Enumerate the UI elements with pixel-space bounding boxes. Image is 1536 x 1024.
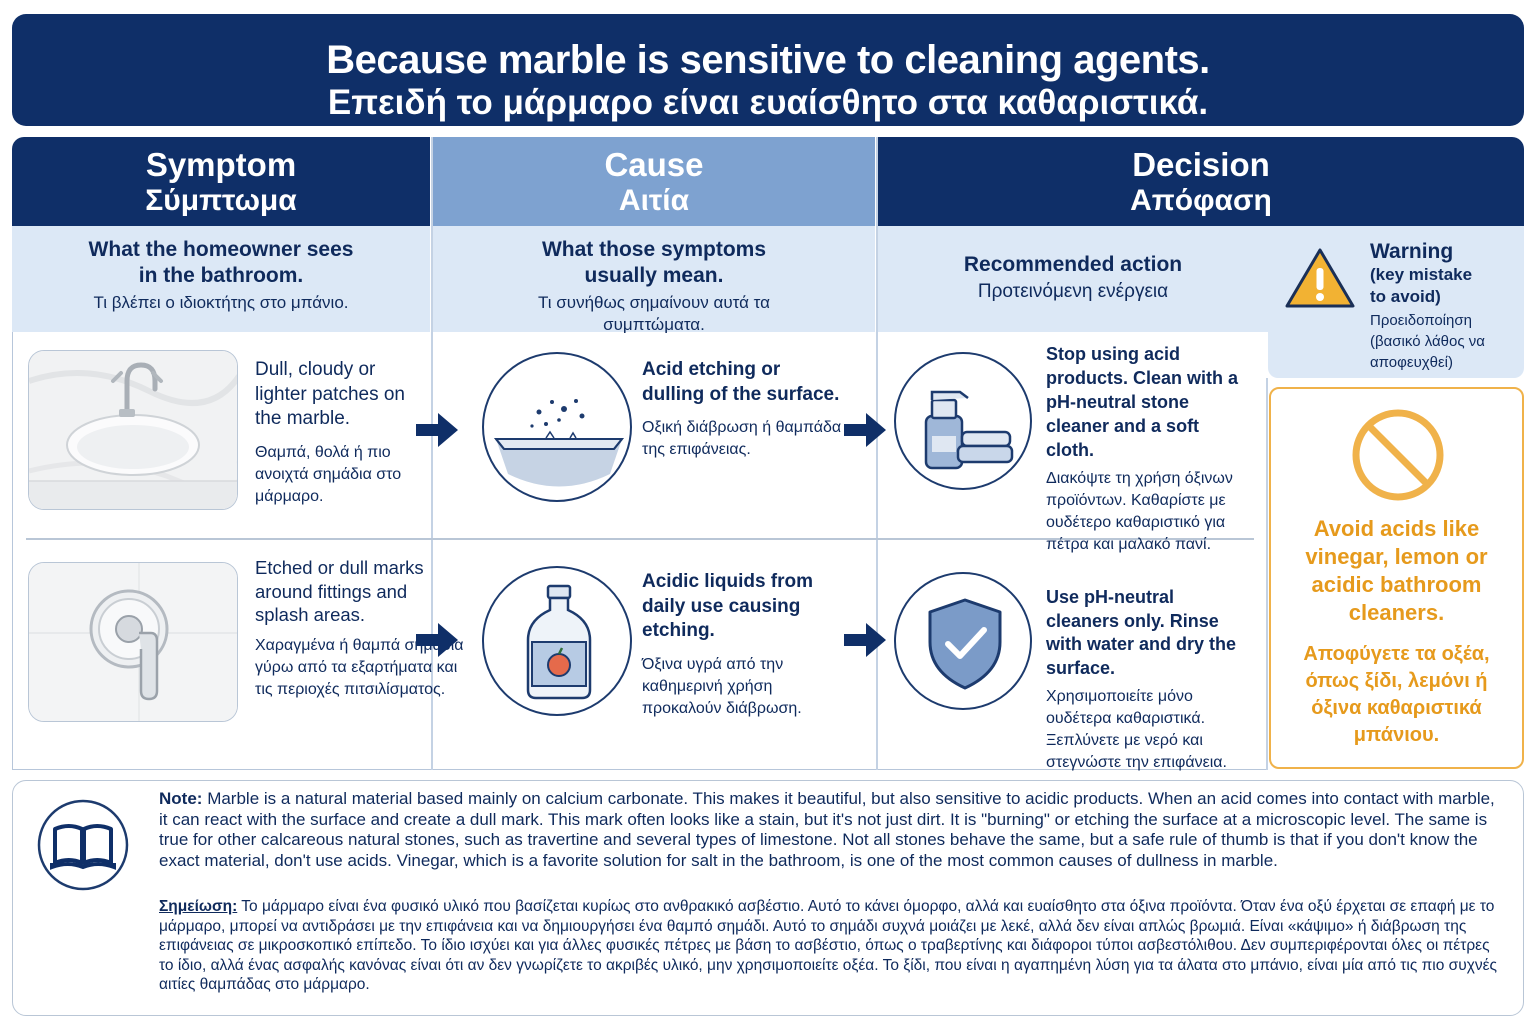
symptom-sub-gr: Τι βλέπει ο ιδιοκτήτης στο μπάνιο. [93, 293, 349, 312]
acidic-bottle-icon [482, 566, 632, 716]
row1-decision-en: Stop using acid products. Clean with a p… [1046, 344, 1239, 460]
row2-cause-en: Acidic liquids from daily use causing et… [642, 571, 814, 641]
symptom-sub-en: What the homeowner sees in the bathroom. [88, 238, 354, 287]
avoid-text-en: Avoid acids like vinegar, lemon or acidi… [1305, 516, 1488, 625]
title-greek: Επειδή το μάρμαρο είναι ευαίσθητο στα κα… [327, 83, 1209, 122]
warning-greek: Προειδοποίηση (βασικό λάθος να αποφευχθε… [1370, 312, 1485, 371]
cause-title-gr: Αιτία [618, 184, 690, 217]
column-divider [431, 137, 433, 770]
etched-surface-icon [482, 352, 632, 502]
sink-photo [28, 350, 238, 510]
column-divider [1266, 378, 1268, 770]
row-divider [26, 538, 1254, 540]
decision-subheader: Recommended action Προτεινόμενη ενέργεια [878, 226, 1268, 332]
row2-cause-gr: Όξινα υγρά από την καθημερινή χρήση προκ… [642, 655, 802, 717]
note-label-en: Note: [159, 789, 203, 808]
cause-sub-gr: Τι συνήθως σημαίνουν αυτά τα συμπτώματα. [538, 293, 770, 334]
note-label-gr: Σημείωση: [159, 898, 238, 915]
symptom-subheader: What the homeowner sees in the bathroom.… [12, 226, 430, 332]
title-banner: Because marble is sensitive to cleaning … [12, 14, 1524, 126]
decision-sub-en: Recommended action [963, 253, 1183, 276]
symptom-title-gr: Σύμπτωμα [145, 184, 297, 217]
avoid-text-gr: Αποφύγετε τα οξέα, όπως ξίδι, λεμόνι ή ό… [1303, 643, 1490, 746]
note-panel: Note: Marble is a natural material based… [12, 780, 1524, 1016]
shield-check-icon [894, 572, 1032, 710]
warning-header: Warning (key mistake to avoid) Προειδοπο… [1268, 226, 1524, 378]
open-book-icon [37, 799, 129, 891]
decision-title-en: Decision [1132, 146, 1270, 183]
row1-cause-en: Acid etching or dulling of the surface. [642, 359, 840, 405]
warning-triangle-icon [1285, 248, 1355, 308]
shower-mixer-photo [28, 562, 238, 722]
row1-cause: Acid etching or dulling of the surface. … [642, 358, 847, 461]
row1-decision-gr: Διακόψτε τη χρήση όξινων προϊόντων. Καθα… [1046, 470, 1233, 553]
avoid-acids-box: Avoid acids like vinegar, lemon or acidi… [1269, 387, 1524, 769]
row1-decision: Stop using acid products. Clean with a p… [1046, 342, 1251, 556]
decision-sub-gr: Προτεινόμενη ενέργεια [977, 281, 1169, 302]
row2-symptom: Etched or dull marks around fittings and… [255, 556, 464, 701]
cause-title-en: Cause [604, 146, 704, 183]
arrow-right-icon [416, 623, 458, 657]
row1-symptom: Dull, cloudy or lighter patches on the m… [255, 358, 427, 508]
symptom-title-en: Symptom [145, 146, 297, 183]
row2-symptom-gr: Χαραγμένα ή θαμπά σημάδια γύρω από τα εξ… [255, 636, 464, 698]
row2-decision-gr: Χρησιμοποιείτε μόνο ουδέτερα καθαριστικά… [1046, 688, 1227, 771]
symptom-column-header: Symptom Σύμπτωμα [12, 137, 430, 226]
cause-sub-en: What those symptoms usually mean. [541, 238, 767, 287]
note-text-gr: Σημείωση: Το μάρμαρο είναι ένα φυσικό υλ… [159, 897, 1499, 995]
note-body-en: Marble is a natural material based mainl… [159, 789, 1495, 870]
spray-bottle-and-cloth-icon [894, 352, 1032, 490]
row1-symptom-gr: Θαμπά, θολά ή πιο ανοιχτά σημάδια στο μά… [255, 443, 402, 505]
row2-decision: Use pH-neutral cleaners only. Rinse with… [1046, 586, 1251, 774]
row1-symptom-en: Dull, cloudy or lighter patches on the m… [255, 359, 405, 429]
warning-title-block: Warning (key mistake to avoid) [1370, 240, 1480, 308]
prohibited-icon [1352, 409, 1444, 501]
decision-title-gr: Απόφαση [1130, 184, 1272, 217]
arrow-right-icon [844, 413, 886, 447]
arrow-right-icon [416, 413, 458, 447]
content-grid [12, 332, 1268, 770]
arrow-right-icon [844, 623, 886, 657]
column-divider [876, 137, 878, 770]
cause-subheader: What those symptoms usually mean. Τι συν… [433, 226, 875, 334]
cause-column-header: Cause Αιτία [433, 137, 875, 226]
row1-cause-gr: Οξική διάβρωση ή θαμπάδα της επιφάνειας. [642, 419, 842, 458]
title-english: Because marble is sensitive to cleaning … [326, 38, 1210, 82]
warning-title: Warning [1370, 240, 1454, 263]
row2-decision-en: Use pH-neutral cleaners only. Rinse with… [1046, 587, 1237, 678]
note-body-gr: Το μάρμαρο είναι ένα φυσικό υλικό που βα… [159, 898, 1497, 994]
decision-column-header: Decision Απόφαση [878, 137, 1524, 226]
row2-symptom-en: Etched or dull marks around fittings and… [255, 557, 424, 625]
row2-cause: Acidic liquids from daily use causing et… [642, 570, 847, 720]
warning-subtitle: (key mistake to avoid) [1370, 265, 1473, 306]
note-text-en: Note: Marble is a natural material based… [159, 789, 1499, 871]
